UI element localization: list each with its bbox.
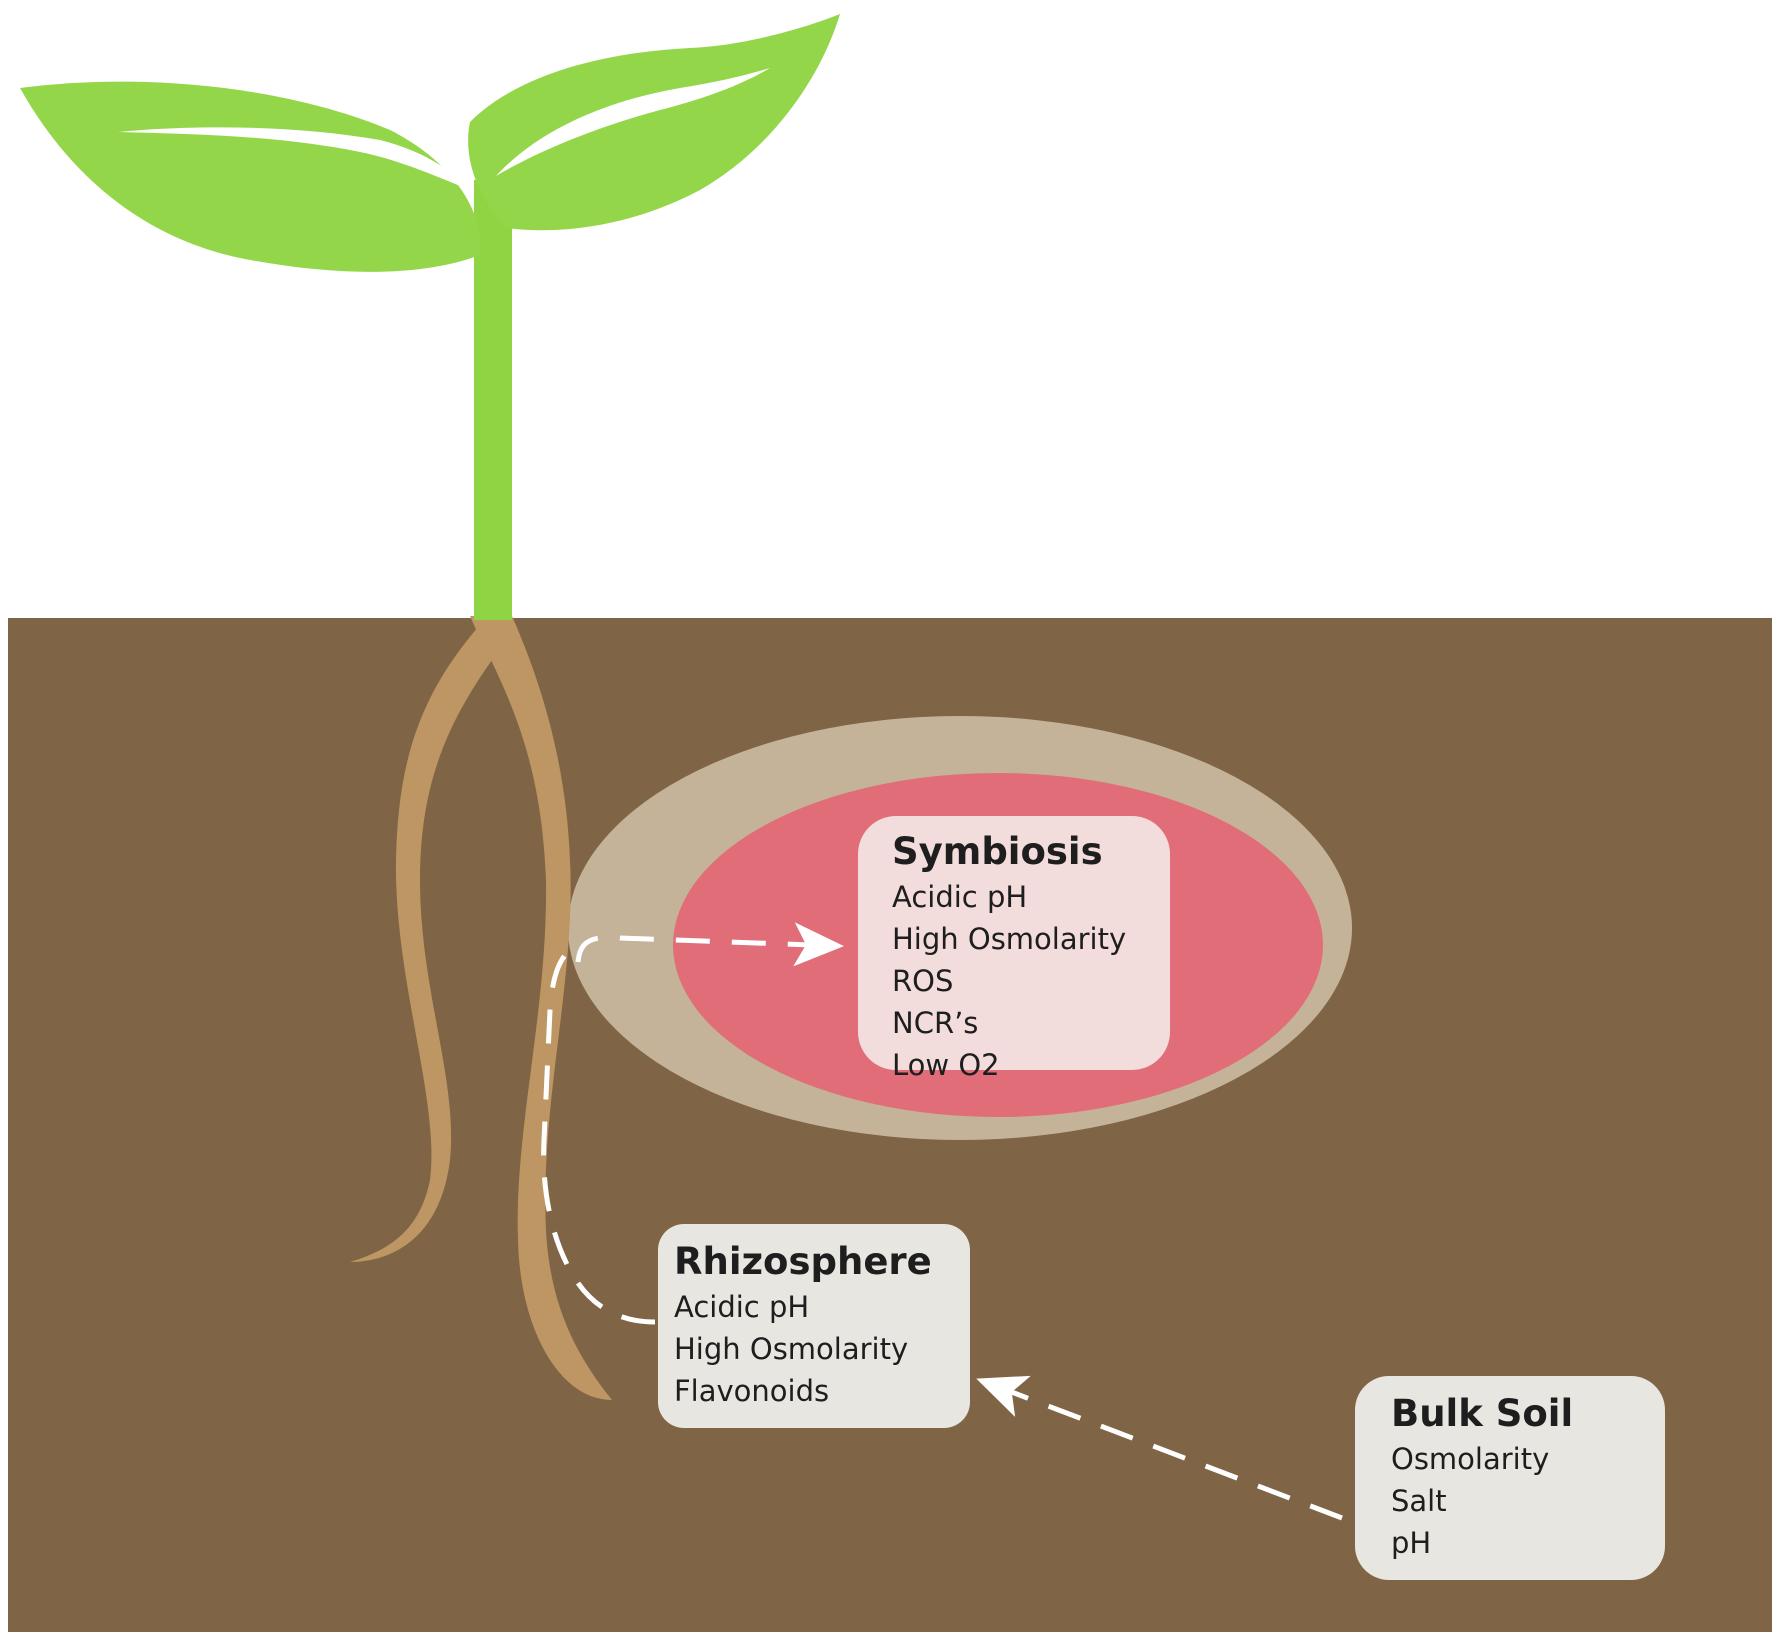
symbiosis-box: Symbiosis Acidic pH High Osmolarity ROS … — [858, 816, 1170, 1082]
root-left — [350, 616, 492, 1262]
bulk-soil-item: pH — [1391, 1526, 1432, 1560]
symbiosis-title: Symbiosis — [892, 830, 1103, 873]
symbiosis-item: ROS — [892, 964, 954, 998]
bulk-soil-item: Salt — [1391, 1484, 1447, 1518]
arrow-rhizosphere-to-root — [541, 948, 656, 1325]
bulk-soil-title: Bulk Soil — [1391, 1392, 1574, 1435]
arrow-bulk-soil-to-rhizosphere — [976, 1375, 1343, 1521]
symbiosis-item: NCR’s — [892, 1006, 979, 1040]
rhizosphere-box: Rhizosphere Acidic pH High Osmolarity Fl… — [658, 1224, 970, 1428]
rhizosphere-item: Flavonoids — [674, 1374, 830, 1408]
bulk-soil-box: Bulk Soil Osmolarity Salt pH — [1355, 1376, 1665, 1580]
arrow-root-to-symbiosis — [575, 922, 844, 967]
symbiosis-item: High Osmolarity — [892, 922, 1127, 956]
bulk-soil-item: Osmolarity — [1391, 1442, 1550, 1476]
leaf-left — [20, 81, 481, 272]
root-right — [470, 616, 612, 1400]
rhizosphere-title: Rhizosphere — [674, 1240, 932, 1283]
symbiosis-item: Acidic pH — [892, 880, 1028, 914]
rhizosphere-item: High Osmolarity — [674, 1332, 909, 1366]
leaf-right — [468, 14, 840, 231]
leaf-left-vein — [118, 127, 470, 190]
rhizosphere-item: Acidic pH — [674, 1290, 810, 1324]
leaf-right-vein — [496, 68, 770, 176]
symbiosis-item: Low O2 — [892, 1048, 1000, 1082]
plant-stem — [474, 180, 512, 620]
